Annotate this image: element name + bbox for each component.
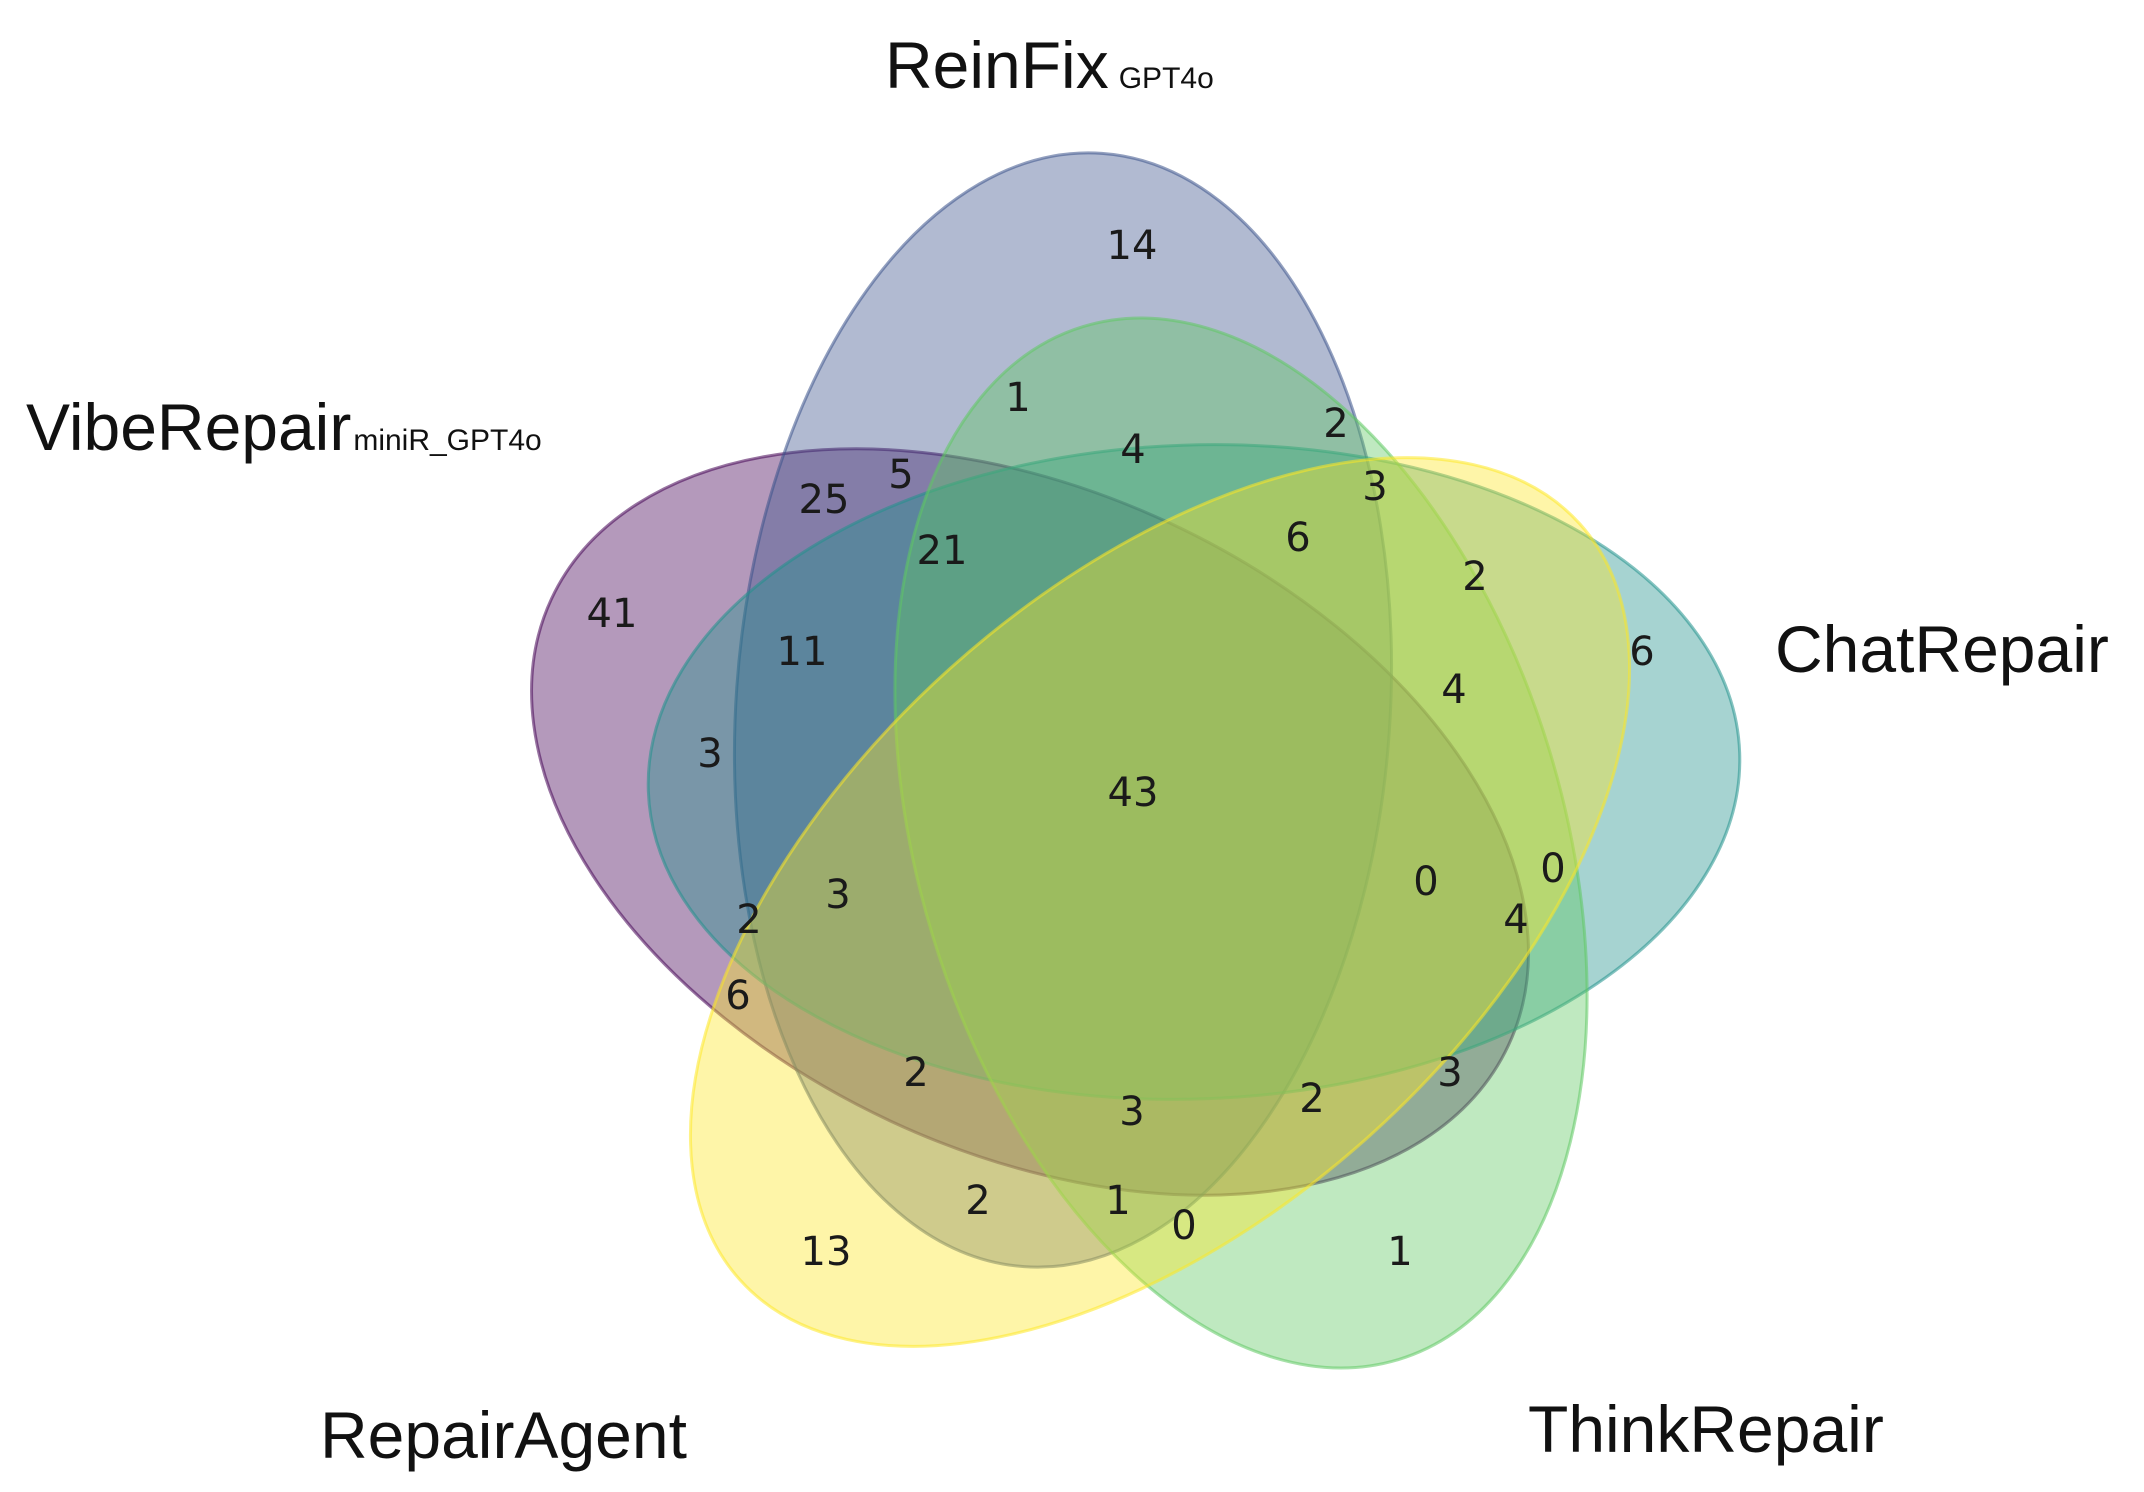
count-chat-think-agent: 4: [1441, 667, 1466, 713]
count-chat-only: 6: [1629, 629, 1654, 675]
label-reinfix-name: ReinFix: [885, 28, 1109, 102]
region-counts: 14 1 2 4 5 25 3 21 6 2 41 11 6 4 3 43 3 …: [587, 223, 1655, 1275]
count-rein-only: 14: [1107, 223, 1158, 269]
set-ellipses: [530, 151, 1742, 1370]
count-rein-chat-think-agent: 6: [1285, 515, 1310, 561]
count-rein-chat-agent: 3: [1362, 464, 1387, 510]
count-vibe-chat: 3: [697, 731, 722, 777]
count-rein-chat: 2: [1323, 401, 1348, 447]
count-rein-think-agent: 1: [1105, 1178, 1130, 1224]
count-vibe-chat-think: 4: [1503, 897, 1528, 943]
label-reinfix: ReinFix GPT4o: [885, 28, 1214, 102]
count-rein-vibe-b: 25: [799, 477, 850, 523]
count-vibe-only: 41: [587, 591, 638, 637]
ellipse-thinkrepair: [893, 316, 1589, 1370]
count-vibe-agent: 6: [725, 973, 750, 1019]
count-think-only: 1: [1387, 1229, 1412, 1275]
label-thinkrepair: ThinkRepair: [1528, 1392, 1884, 1466]
count-chat-agent: 2: [1462, 554, 1487, 600]
label-chatrepair: ChatRepair: [1775, 612, 2109, 686]
count-vibe-rein-think-agent: 3: [1119, 1089, 1144, 1135]
count-chat-think: 0: [1540, 846, 1565, 892]
count-vibe-think-agent: 2: [1299, 1076, 1324, 1122]
count-vibe-rein-chat-agent: 3: [825, 872, 850, 918]
ellipse-viberepair: [530, 447, 1530, 1197]
count-rein-chat-think: 4: [1120, 427, 1145, 473]
count-vibe-rein-chat: 11: [777, 629, 828, 675]
count-vibe-rein-agent: 2: [903, 1050, 928, 1096]
count-think-agent: 0: [1171, 1203, 1196, 1249]
ellipse-repairagent: [688, 456, 1632, 1348]
label-thinkrepair-name: ThinkRepair: [1528, 1392, 1884, 1466]
count-rein-agent: 2: [965, 1178, 990, 1224]
label-chatrepair-name: ChatRepair: [1775, 612, 2109, 686]
count-vibe-rein-chat-think: 21: [917, 528, 968, 574]
label-viberepair-sub: miniR_GPT4o: [353, 424, 541, 457]
label-viberepair: VibeRepairminiR_GPT4o: [26, 390, 542, 464]
count-vibe-chat-agent: 2: [736, 897, 761, 943]
label-repairagent: RepairAgent: [320, 1398, 687, 1472]
count-rein-think: 1: [1005, 375, 1030, 421]
count-agent-only: 13: [801, 1229, 852, 1275]
set-labels: VibeRepairminiR_GPT4o ReinFix GPT4o ChatR…: [26, 28, 2109, 1472]
label-reinfix-sub: GPT4o: [1119, 62, 1214, 95]
count-all-five: 43: [1108, 770, 1159, 816]
label-repairagent-name: RepairAgent: [320, 1398, 687, 1472]
label-viberepair-name: VibeRepair: [26, 390, 351, 464]
count-vibe-think: 3: [1437, 1050, 1462, 1096]
ellipse-reinfix: [732, 151, 1394, 1269]
count-vibe-chat-think-agent: 0: [1413, 859, 1438, 905]
count-rein-vibe-a: 5: [888, 452, 913, 498]
ellipse-chatrepair: [646, 443, 1742, 1101]
